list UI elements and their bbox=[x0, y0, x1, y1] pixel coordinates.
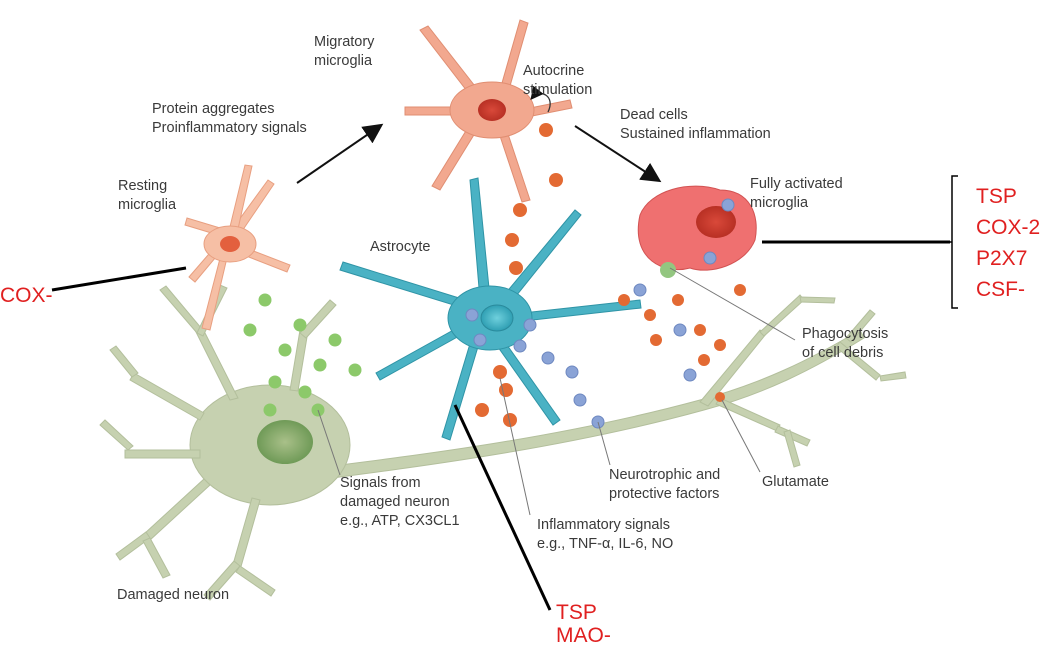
autocrine-line-2: stimulation bbox=[523, 82, 593, 98]
arrow-to-migratory bbox=[296, 123, 384, 184]
migratory-microglia-nucleus bbox=[478, 99, 506, 121]
resting-microglia-label: Resting microglia bbox=[118, 177, 176, 215]
orange-signal-dots bbox=[475, 123, 746, 427]
neurotrophic-line-1: Neurotrophic and bbox=[609, 467, 721, 483]
right-bracket bbox=[944, 175, 958, 309]
inflammatory-line-2: e.g., TNF-α, IL-6, NO bbox=[537, 536, 674, 552]
blue-signal-dots bbox=[465, 198, 735, 429]
autocrine-line-1: Autocrine bbox=[523, 63, 585, 79]
inflammatory-signals-label: Inflammatory signals e.g., TNF-α, IL-6, … bbox=[537, 516, 673, 554]
activated-microglia bbox=[637, 185, 757, 278]
protein-aggregates-label: Protein aggregates Proinflammatory signa… bbox=[152, 100, 307, 138]
signals-line-1: Signals from bbox=[340, 475, 421, 491]
leader-lines bbox=[317, 267, 796, 516]
migratory-microglia bbox=[404, 19, 573, 203]
left-annotation-line bbox=[51, 266, 187, 292]
resting-microglia bbox=[184, 164, 291, 331]
dead-line-1: Dead cells bbox=[620, 107, 688, 123]
phagocytosis-label: Phagocytosis of cell debris bbox=[802, 325, 888, 363]
migratory-line-1: Migratory bbox=[314, 34, 375, 50]
fully-line-2: microglia bbox=[750, 195, 809, 211]
bottom-annotation-2: MAO- bbox=[556, 624, 611, 647]
dead-cells-label: Dead cells Sustained inflammation bbox=[620, 106, 771, 144]
neurotrophic-line-2: protective factors bbox=[609, 486, 720, 502]
astrocyte bbox=[339, 177, 642, 441]
damaged-neuron-label: Damaged neuron bbox=[117, 587, 230, 603]
autocrine-curve-arrow bbox=[530, 85, 551, 113]
protein-line-1: Protein aggregates bbox=[152, 101, 275, 117]
neuron-nucleus bbox=[257, 420, 313, 464]
autocrine-label: Autocrine stimulation bbox=[523, 62, 592, 100]
right-annotation-2: COX-2 bbox=[976, 216, 1041, 239]
dead-line-2: Sustained inflammation bbox=[620, 126, 771, 142]
right-annotation-4: CSF- bbox=[976, 278, 1025, 301]
fully-activated-label: Fully activated microglia bbox=[750, 175, 843, 213]
signals-line-2: damaged neuron bbox=[340, 494, 450, 510]
resting-microglia-nucleus bbox=[220, 236, 240, 252]
fully-line-1: Fully activated bbox=[750, 176, 843, 192]
bottom-annotation-1: TSP bbox=[556, 601, 597, 624]
signals-damaged-neuron-label: Signals from damaged neuron e.g., ATP, C… bbox=[340, 474, 460, 531]
inflammatory-line-1: Inflammatory signals bbox=[537, 517, 670, 533]
right-annotation-1: TSP bbox=[976, 185, 1017, 208]
migratory-line-2: microglia bbox=[314, 53, 373, 69]
protein-line-2: Proinflammatory signals bbox=[152, 120, 307, 136]
right-annotation-3: P2X7 bbox=[976, 247, 1028, 270]
phago-line-2: of cell debris bbox=[802, 345, 884, 361]
resting-line-1: Resting bbox=[118, 178, 168, 194]
bottom-annotation-line bbox=[453, 404, 552, 611]
astrocyte-label: Astrocyte bbox=[370, 239, 431, 255]
left-annotation-text: COX- bbox=[0, 284, 53, 307]
phago-line-1: Phagocytosis bbox=[802, 326, 889, 342]
astrocyte-nucleus bbox=[480, 304, 514, 332]
glutamate-label: Glutamate bbox=[762, 474, 829, 490]
right-annotation-text: TSP COX-2 P2X7 CSF- bbox=[976, 181, 1040, 305]
neurotrophic-label: Neurotrophic and protective factors bbox=[609, 466, 720, 504]
green-signal-dots bbox=[243, 293, 362, 417]
migratory-microglia-label: Migratory microglia bbox=[314, 33, 374, 71]
resting-line-2: microglia bbox=[118, 197, 177, 213]
bottom-annotation-text: TSP MAO- bbox=[556, 601, 611, 647]
signals-line-3: e.g., ATP, CX3CL1 bbox=[340, 513, 460, 529]
arrow-to-activated bbox=[574, 125, 662, 183]
